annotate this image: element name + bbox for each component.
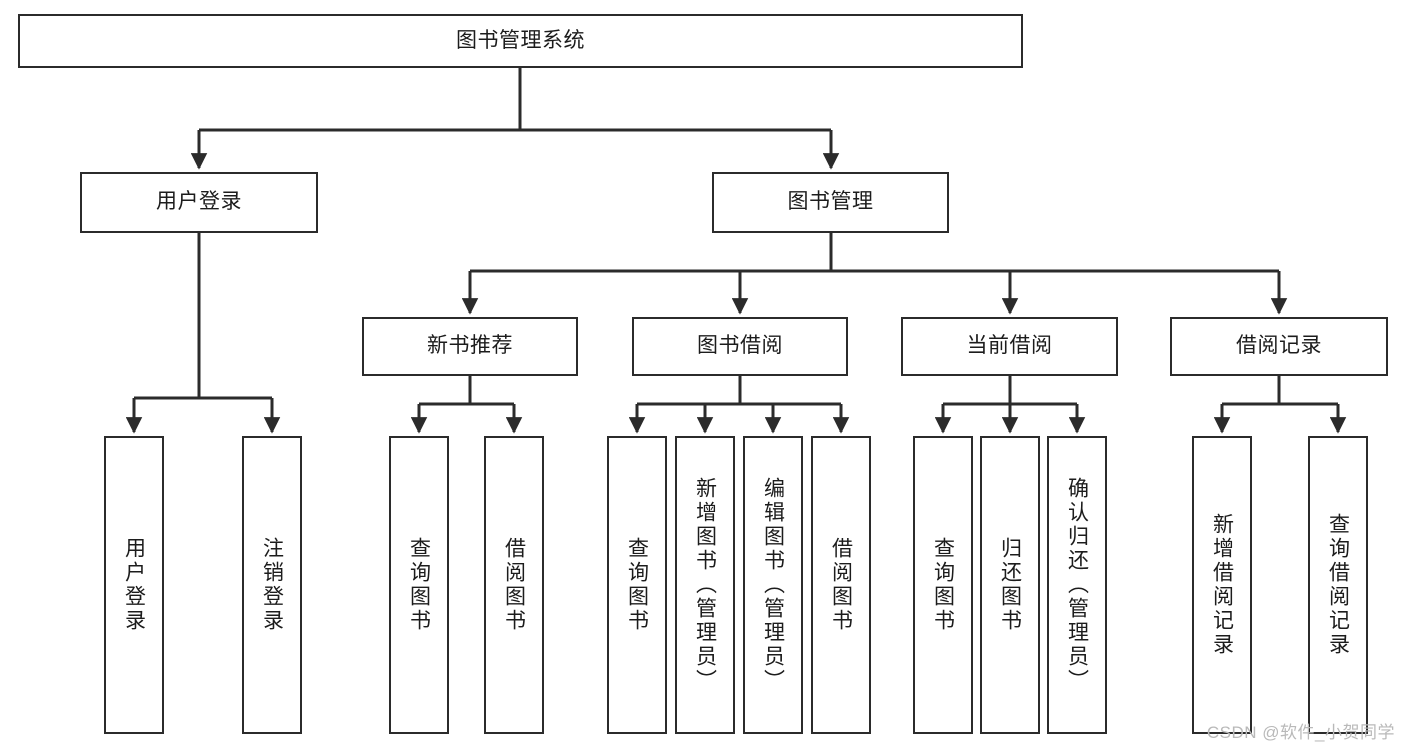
node-leaf-query-record-label: 查询借阅记录 — [1326, 513, 1350, 657]
node-book-borrow-label: 图书借阅 — [697, 334, 783, 358]
node-leaf-confirm-return-label: 确认归还（管理员） — [1065, 477, 1089, 693]
node-leaf-add-book-label: 新增图书（管理员） — [693, 477, 717, 693]
node-leaf-add-record-label: 新增借阅记录 — [1210, 513, 1234, 657]
node-user-login[interactable]: 用户登录 — [80, 172, 318, 233]
node-leaf-user-login[interactable]: 用户登录 — [104, 436, 164, 734]
node-leaf-query-book-1[interactable]: 查询图书 — [389, 436, 449, 734]
node-leaf-borrow-book-1-label: 借阅图书 — [502, 537, 526, 633]
node-leaf-borrow-book-2-label: 借阅图书 — [829, 537, 853, 633]
node-root-label: 图书管理系统 — [456, 28, 585, 52]
node-leaf-query-book-3-label: 查询图书 — [931, 537, 955, 633]
node-book-manage-label: 图书管理 — [787, 190, 874, 214]
node-leaf-edit-book-label: 编辑图书（管理员） — [761, 477, 785, 693]
node-new-book-rec-label: 新书推荐 — [427, 334, 513, 358]
node-borrow-record-label: 借阅记录 — [1236, 334, 1322, 358]
node-leaf-add-book[interactable]: 新增图书（管理员） — [675, 436, 735, 734]
node-leaf-logout-label: 注销登录 — [260, 537, 284, 633]
node-leaf-user-login-label: 用户登录 — [122, 537, 146, 633]
node-leaf-query-book-3[interactable]: 查询图书 — [913, 436, 973, 734]
node-current-borrow-label: 当前借阅 — [966, 334, 1053, 358]
node-leaf-query-book-2-label: 查询图书 — [625, 537, 649, 633]
node-new-book-rec[interactable]: 新书推荐 — [362, 317, 578, 376]
node-book-manage[interactable]: 图书管理 — [712, 172, 949, 233]
node-leaf-return-book[interactable]: 归还图书 — [980, 436, 1040, 734]
node-leaf-borrow-book-2[interactable]: 借阅图书 — [811, 436, 871, 734]
node-leaf-add-record[interactable]: 新增借阅记录 — [1192, 436, 1252, 734]
node-book-borrow[interactable]: 图书借阅 — [632, 317, 848, 376]
node-borrow-record[interactable]: 借阅记录 — [1170, 317, 1388, 376]
node-leaf-query-book-2[interactable]: 查询图书 — [607, 436, 667, 734]
node-leaf-return-book-label: 归还图书 — [998, 537, 1022, 633]
node-leaf-query-book-1-label: 查询图书 — [407, 537, 431, 633]
node-user-login-label: 用户登录 — [156, 190, 242, 214]
node-current-borrow[interactable]: 当前借阅 — [901, 317, 1118, 376]
node-leaf-logout[interactable]: 注销登录 — [242, 436, 302, 734]
watermark-text: CSDN @软件_小贺同学 — [1206, 723, 1395, 742]
node-leaf-query-record[interactable]: 查询借阅记录 — [1308, 436, 1368, 734]
node-leaf-edit-book[interactable]: 编辑图书（管理员） — [743, 436, 803, 734]
node-leaf-confirm-return[interactable]: 确认归还（管理员） — [1047, 436, 1107, 734]
node-leaf-borrow-book-1[interactable]: 借阅图书 — [484, 436, 544, 734]
node-root[interactable]: 图书管理系统 — [18, 14, 1023, 68]
